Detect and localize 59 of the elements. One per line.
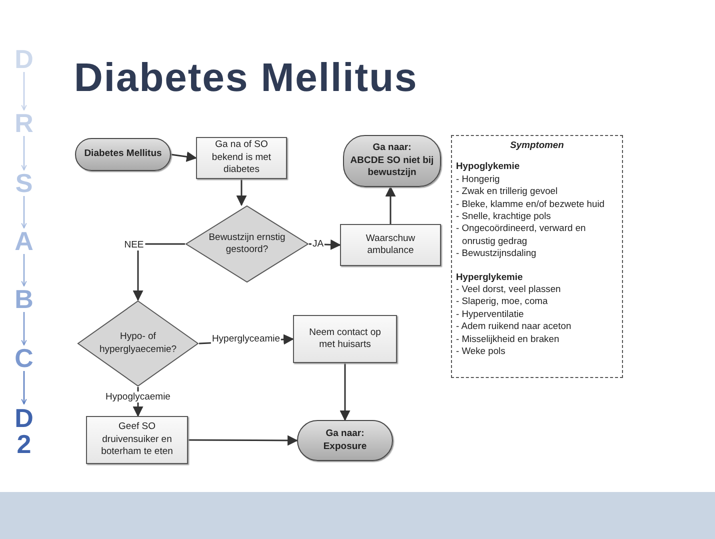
- process-box: [293, 315, 397, 363]
- symptom-item: - Slaperig, moe, coma: [456, 295, 549, 308]
- edge-label: Hyperglyceamie: [210, 334, 282, 344]
- symptom-item: - Zwak en trillerig gevoel: [456, 185, 559, 198]
- arrow: [188, 435, 298, 446]
- node-text: Diabetes Mellitus: [84, 148, 162, 161]
- edge-label: Hypoglycaemie: [104, 392, 172, 402]
- arrow: [340, 363, 350, 422]
- process-box: [86, 416, 188, 464]
- symptom-item: - Bleke, klamme en/of bezwete huid: [456, 198, 606, 210]
- symptom-item: - Hyperventilatie: [456, 308, 525, 320]
- node-text: Ga na of SO bekend is met diabetes: [210, 139, 272, 177]
- step-letter: R: [14, 110, 34, 136]
- arrow: [21, 136, 27, 170]
- decision-diamond: [77, 300, 199, 387]
- process-box: [196, 137, 287, 179]
- node-text: Exposure: [323, 440, 367, 453]
- arrow: [236, 179, 247, 206]
- node-text: ABCDE SO niet bij bewustzijn: [349, 154, 435, 180]
- node-text: Bewustzijn ernstig gestoord?: [208, 232, 286, 256]
- terminal-shape: [75, 138, 171, 171]
- step-letter: C: [14, 345, 34, 371]
- step-letter: B: [14, 286, 34, 312]
- edge-label: NEE: [123, 240, 145, 250]
- symptom-item: - Misselijkheid en braken: [456, 332, 560, 346]
- node-text: Neem contact op met huisarts: [308, 326, 382, 352]
- arrow: [21, 196, 27, 228]
- symptom-item: - Snelle, krachtige pols: [456, 210, 552, 222]
- panel-heading: Symptomen: [509, 139, 565, 152]
- node-text: Waarschuw ambulance: [364, 232, 416, 258]
- symptoms-panel: [451, 135, 623, 378]
- edge-label: JA: [311, 238, 325, 250]
- arrow: [170, 152, 198, 162]
- arrow: [21, 312, 27, 346]
- step-letter: D2: [14, 405, 34, 457]
- arrow: [21, 371, 27, 404]
- node-text: Hypo- of hyperglyaecemie?: [98, 331, 178, 356]
- section-heading: Hypoglykemie: [456, 160, 521, 173]
- symptom-item: - Ongecoördineerd, verward en onrustig gedrag: [456, 222, 587, 248]
- node-text: Geef SO druivensuiker en boterham te eten: [100, 421, 174, 459]
- decision-diamond: [185, 205, 309, 283]
- symptom-item: - Weke pols: [456, 345, 506, 358]
- terminal-shape: [343, 135, 441, 187]
- section-heading: Hyperglykemie: [456, 270, 524, 284]
- terminal-shape: [297, 420, 393, 461]
- arrow: [385, 186, 396, 224]
- symptom-item: - Veel dorst, veel plassen: [456, 283, 562, 296]
- symptom-item: - Hongerig: [456, 172, 501, 186]
- node-text: Ga naar:: [326, 428, 364, 440]
- step-letter: S: [14, 170, 34, 196]
- step-letter: A: [14, 228, 34, 254]
- arrow: [132, 243, 185, 302]
- arrow: [21, 254, 27, 286]
- arrow: [21, 72, 27, 110]
- title: Diabetes Mellitus: [74, 56, 418, 101]
- node-text: Ga naar:: [372, 142, 412, 155]
- symptom-item: - Bewustzijnsdaling: [456, 247, 538, 260]
- process-box: [340, 224, 441, 266]
- symptom-item: - Adem ruikend naar aceton: [456, 320, 572, 333]
